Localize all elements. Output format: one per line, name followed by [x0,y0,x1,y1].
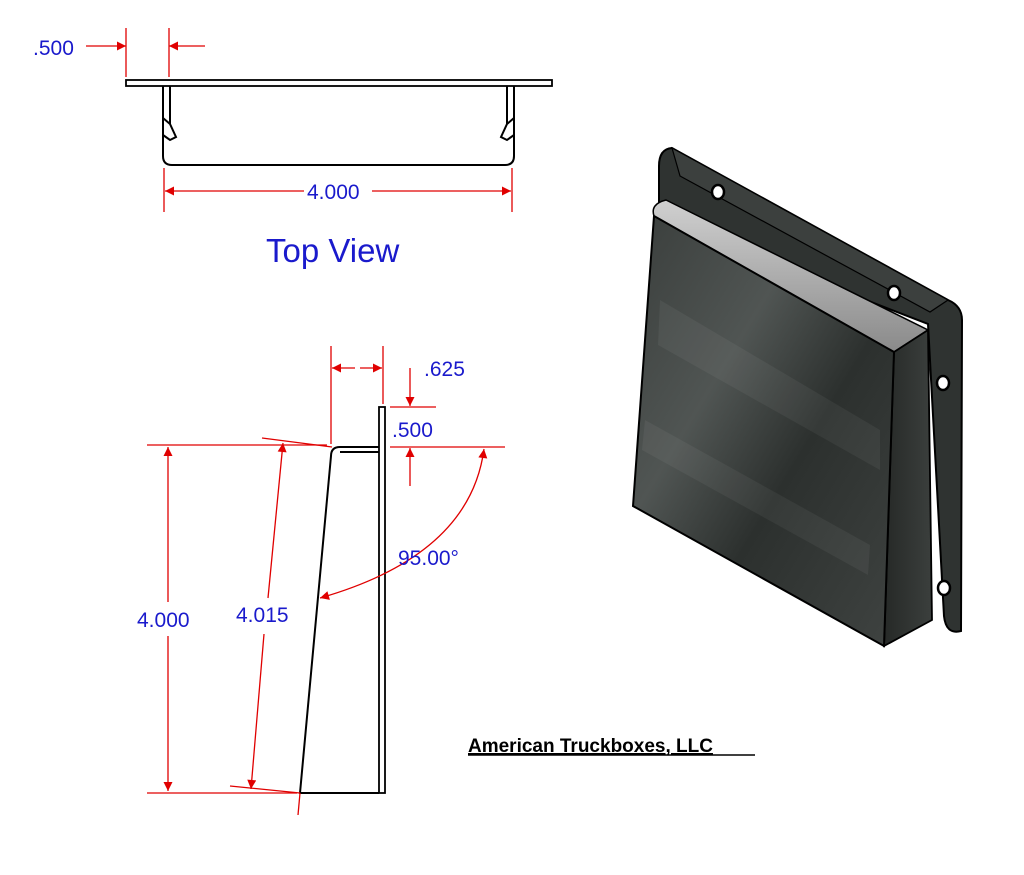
top-view-title: Top View [266,232,399,269]
side-top-flange-dim-label: .625 [424,358,465,381]
company-name: American Truckboxes, LLC [468,736,713,757]
side-height-dim-label: 4.000 [137,609,190,632]
mounting-hole [710,183,726,201]
top-flange-dim-label: .500 [33,37,74,60]
isometric-view [631,146,964,648]
side-slant-dim-label: 4.015 [236,604,289,627]
iso-front-face [631,214,896,648]
side-view-back-plate [378,406,386,794]
side-view-profile [298,446,379,794]
top-view-right-clip [499,117,515,142]
mounting-hole [936,579,952,597]
top-view-left-clip [162,117,178,142]
side-angle-dim-label: 95.00° [398,547,459,570]
top-view: .500 4.000 Top View [33,28,553,269]
top-view-body [162,86,515,166]
top-width-dim-label: 4.000 [307,181,360,204]
side-lip-dim-label: .500 [392,419,433,442]
side-view: .625 .500 95.00° 4.000 4.015 [137,346,505,816]
mounting-hole [886,284,902,302]
iso-flange-bevel [671,146,950,313]
top-view-flange [125,79,553,87]
mounting-hole [935,374,951,392]
